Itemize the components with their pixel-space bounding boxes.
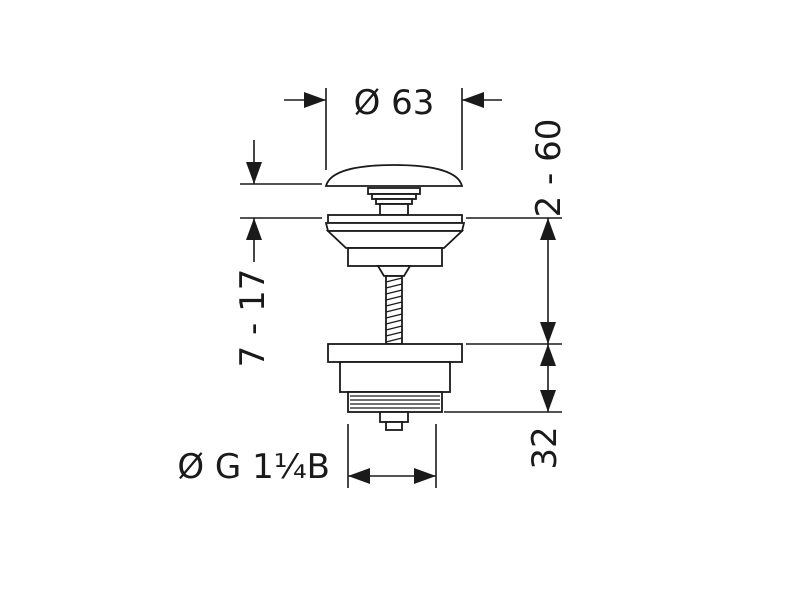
waste-body (339, 361, 451, 393)
arrow-down-icon (540, 322, 556, 344)
arrow-down-icon (540, 390, 556, 412)
dimension-right-span (466, 217, 562, 345)
arrow-right-icon (304, 92, 326, 108)
waste-flange-cone (325, 230, 465, 249)
arrow-up-icon (246, 218, 262, 240)
arrow-right-icon (414, 468, 436, 484)
waste-flange-top (327, 214, 463, 224)
bottom-stud (379, 411, 409, 423)
waste-cap (324, 164, 464, 187)
cap-stem (379, 203, 409, 216)
pop-up-waste-part (324, 164, 466, 431)
cap-height-label: 2 - 60 (529, 119, 569, 218)
thread-height-label: 32 (525, 426, 565, 469)
threaded-rod-hatching (385, 277, 403, 343)
arrow-down-icon (246, 162, 262, 184)
arrow-up-icon (540, 344, 556, 366)
body-height-label: 7 - 17 (233, 269, 273, 368)
waste-rod-head (376, 265, 412, 277)
dimension-thread-height: 32 (444, 344, 565, 470)
arrow-up-icon (540, 218, 556, 240)
waste-thread-lines (350, 395, 440, 409)
waste-body-flange (327, 343, 463, 363)
dimension-cap-height: 2 - 60 (529, 119, 569, 218)
arrow-left-icon (348, 468, 370, 484)
waste-flange-neck (347, 247, 443, 267)
dimension-body-height: 7 - 17 (233, 140, 322, 367)
thread-size-label: Ø G 1¼B (177, 447, 330, 487)
dimension-thread-size: Ø G 1¼B (177, 424, 437, 488)
waste-flange-rim (324, 222, 466, 232)
cap-diameter-label: Ø 63 (354, 83, 435, 123)
bottom-stud-tip (385, 421, 403, 431)
dimension-cap-diameter: Ø 63 (284, 83, 502, 170)
arrow-left-icon (462, 92, 484, 108)
waste-thread (347, 391, 443, 413)
